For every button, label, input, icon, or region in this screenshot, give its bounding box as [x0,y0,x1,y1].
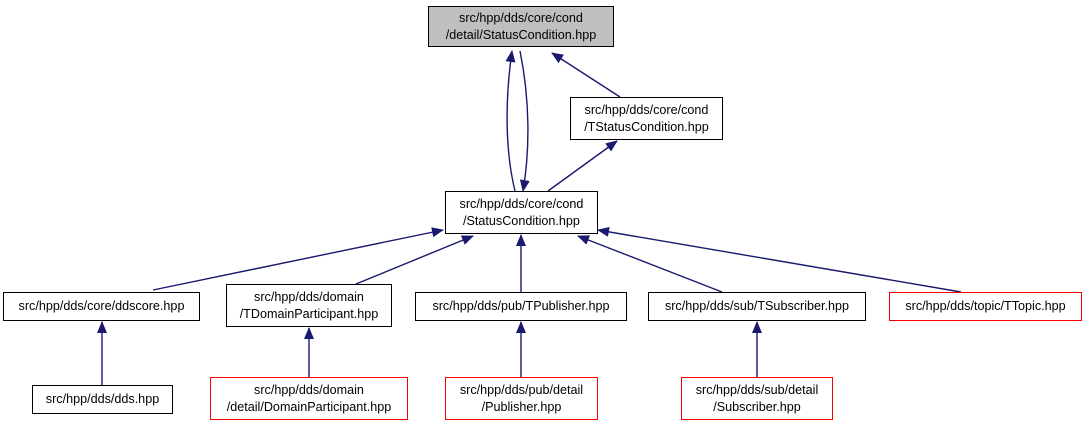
node-label: src/hpp/dds/domain /detail/DomainPartici… [226,382,392,414]
node-label: src/hpp/dds/core/cond /StatusCondition.h… [459,196,584,228]
node-label: src/hpp/dds/core/ddscore.hpp [18,299,185,313]
node-detail-status-condition[interactable]: src/hpp/dds/core/cond /detail/StatusCond… [428,6,614,47]
edge-status-to-tstatus [547,140,618,192]
edge-tdomain-to-status [355,235,474,285]
node-label: src/hpp/dds/sub/detail /Subscriber.hpp [695,382,819,414]
edge-status-to-detail-left [505,50,516,192]
node-tstatus-condition[interactable]: src/hpp/dds/core/cond /TStatusCondition.… [570,97,723,140]
node-label: src/hpp/dds/core/cond /TStatusCondition.… [584,102,709,134]
node-label: src/hpp/dds/dds.hpp [45,392,160,406]
edge-tstatus-to-detail [551,52,621,98]
node-label: src/hpp/dds/topic/TTopic.hpp [905,299,1066,313]
node-status-condition[interactable]: src/hpp/dds/core/cond /StatusCondition.h… [445,191,598,234]
node-label: src/hpp/dds/core/cond /detail/StatusCond… [445,10,597,42]
edge-detail-to-status-right [519,50,530,192]
edge-ddscore-to-status [152,227,444,291]
node-subscriber[interactable]: src/hpp/dds/sub/detail /Subscriber.hpp [681,377,833,420]
node-label: src/hpp/dds/pub/detail /Publisher.hpp [459,382,584,414]
node-ttopic[interactable]: src/hpp/dds/topic/TTopic.hpp [889,292,1082,321]
node-tdomain-participant[interactable]: src/hpp/dds/domain /TDomainParticipant.h… [226,284,392,327]
node-label: src/hpp/dds/sub/TSubscriber.hpp [664,299,850,313]
node-dds[interactable]: src/hpp/dds/dds.hpp [32,385,173,414]
node-domain-participant[interactable]: src/hpp/dds/domain /detail/DomainPartici… [210,377,408,420]
node-tsubscriber[interactable]: src/hpp/dds/sub/TSubscriber.hpp [648,292,866,321]
edge-ttopic-to-status [597,226,962,293]
node-label: src/hpp/dds/pub/TPublisher.hpp [432,299,610,313]
node-label: src/hpp/dds/domain /TDomainParticipant.h… [239,289,379,321]
node-ddscore[interactable]: src/hpp/dds/core/ddscore.hpp [3,292,200,321]
node-publisher[interactable]: src/hpp/dds/pub/detail /Publisher.hpp [445,377,598,420]
node-tpublisher[interactable]: src/hpp/dds/pub/TPublisher.hpp [415,292,627,321]
edge-tsubscriber-to-status [577,235,723,293]
